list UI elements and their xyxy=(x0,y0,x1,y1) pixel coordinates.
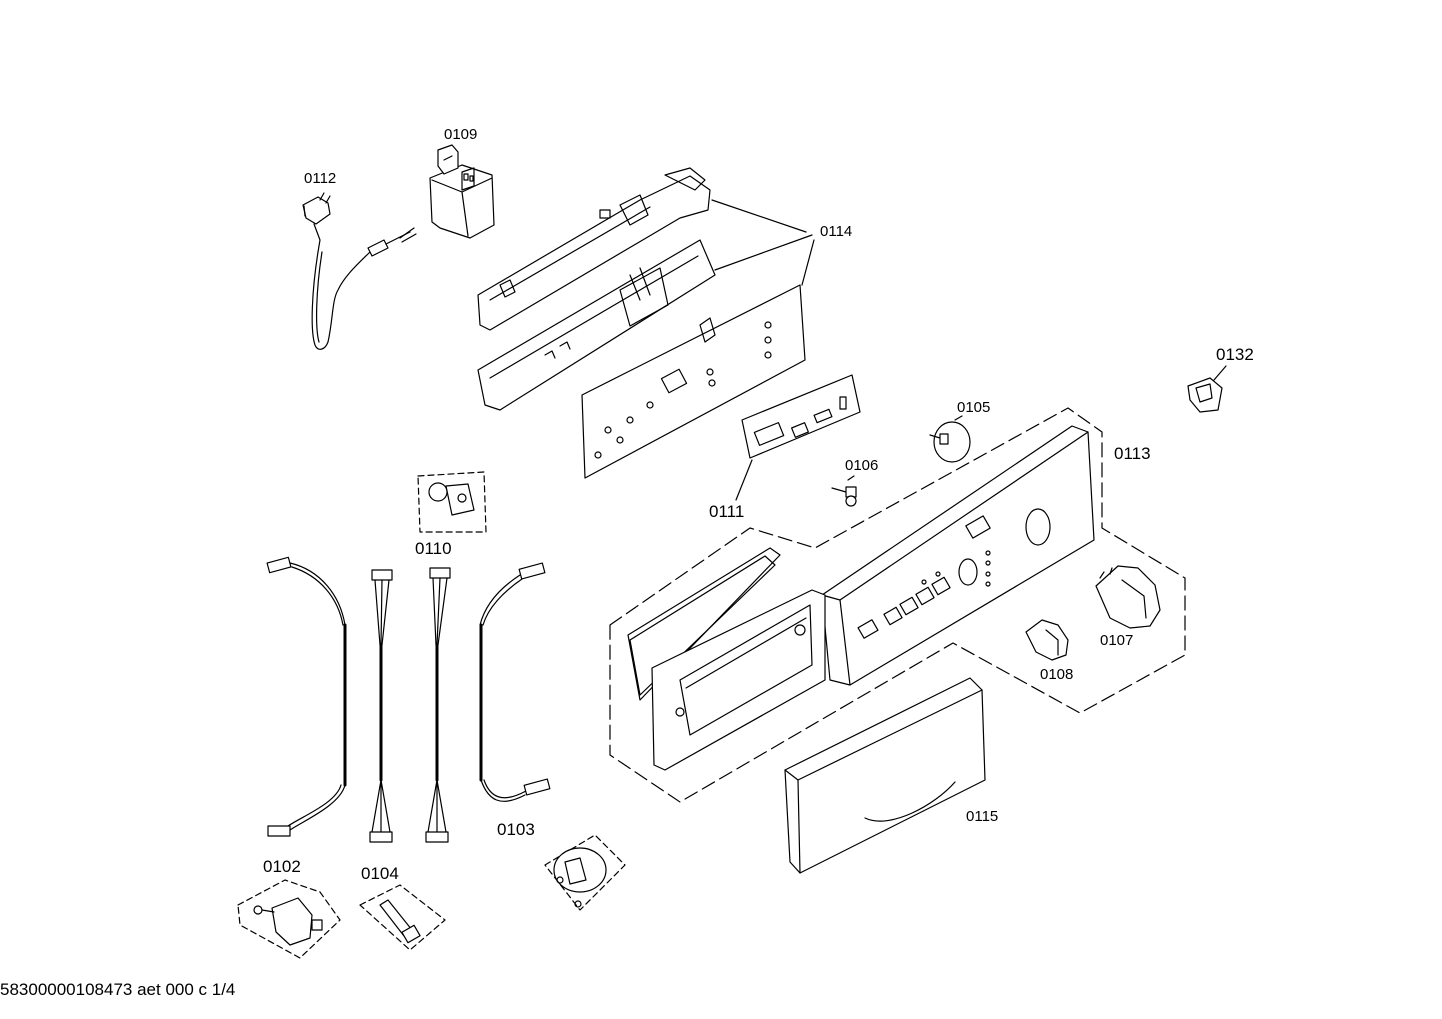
drawer-handle-part xyxy=(784,677,986,874)
interference-filter-part xyxy=(429,144,495,239)
pressure-switch-part xyxy=(544,834,626,911)
part-label-0109: 0109 xyxy=(444,126,477,143)
part-label-0110: 0110 xyxy=(415,539,452,558)
part-label-0112: 0112 xyxy=(304,170,336,187)
control-panel-part xyxy=(609,407,1186,803)
part-label-0113: 0113 xyxy=(1114,444,1151,463)
knob-shaft-part xyxy=(929,415,971,463)
door-lock-part xyxy=(237,879,341,959)
part-label-0111: 0111 xyxy=(709,502,744,521)
part-label-0107: 0107 xyxy=(1100,632,1133,649)
power-cord-part xyxy=(302,192,417,350)
part-label-0102: 0102 xyxy=(263,857,301,876)
part-label-0104: 0104 xyxy=(361,864,399,883)
programme-knob-part xyxy=(1095,565,1161,629)
part-label-0108: 0108 xyxy=(1040,666,1073,683)
button-shaft-part xyxy=(831,475,857,507)
part-label-0106: 0106 xyxy=(845,457,878,474)
clip-part xyxy=(1187,365,1227,413)
wiring-harness-0104 xyxy=(369,567,451,843)
sensor-part xyxy=(359,884,446,951)
part-label-0103: 0103 xyxy=(497,820,535,839)
wiring-harness-0102 xyxy=(266,556,347,837)
part-label-0105: 0105 xyxy=(957,399,990,416)
document-id: 58300000108473 aet 000 c 1/4 xyxy=(0,980,236,999)
electronic-module-part xyxy=(477,167,815,479)
part-label-0115: 0115 xyxy=(966,808,998,825)
display-board-part xyxy=(735,374,861,501)
wiring-harness-0103 xyxy=(479,562,551,802)
selector-switch-part xyxy=(417,471,487,533)
part-label-0114: 0114 xyxy=(820,223,852,240)
selector-knob-part xyxy=(1025,619,1069,661)
part-label-0132: 0132 xyxy=(1216,345,1254,364)
